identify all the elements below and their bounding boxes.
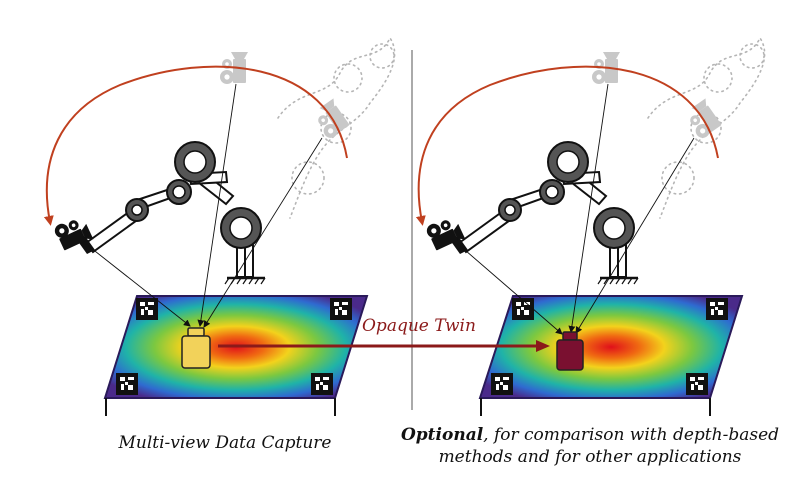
aruco-marker-icon — [330, 298, 352, 320]
robot-arm-icon — [75, 140, 267, 286]
aruco-marker-icon — [116, 373, 138, 395]
caption-right-line2: methods and for other applications — [438, 447, 742, 467]
opaque-twin-label: Opaque Twin — [362, 316, 476, 336]
bottle-icon — [181, 327, 211, 369]
right-panel — [415, 37, 766, 416]
aruco-marker-icon — [491, 373, 513, 395]
trajectory-arrow — [415, 65, 719, 226]
camera-icon — [310, 98, 352, 141]
aruco-marker-icon — [136, 298, 158, 320]
left-panel — [43, 37, 396, 416]
aruco-marker-icon — [311, 373, 333, 395]
robot-arm-icon — [448, 140, 640, 286]
trajectory-arrow — [43, 65, 348, 226]
aruco-marker-icon — [706, 298, 728, 320]
aruco-marker-icon — [686, 373, 708, 395]
bottle-icon — [556, 331, 584, 371]
caption-right-line1: , for comparison with depth-based — [483, 425, 780, 445]
caption-right: Optional, for comparison with depth-base… — [395, 424, 785, 468]
caption-right-bold: Optional — [400, 425, 484, 445]
caption-left: Multi-view Data Capture — [118, 433, 332, 453]
aruco-marker-icon — [512, 298, 534, 320]
